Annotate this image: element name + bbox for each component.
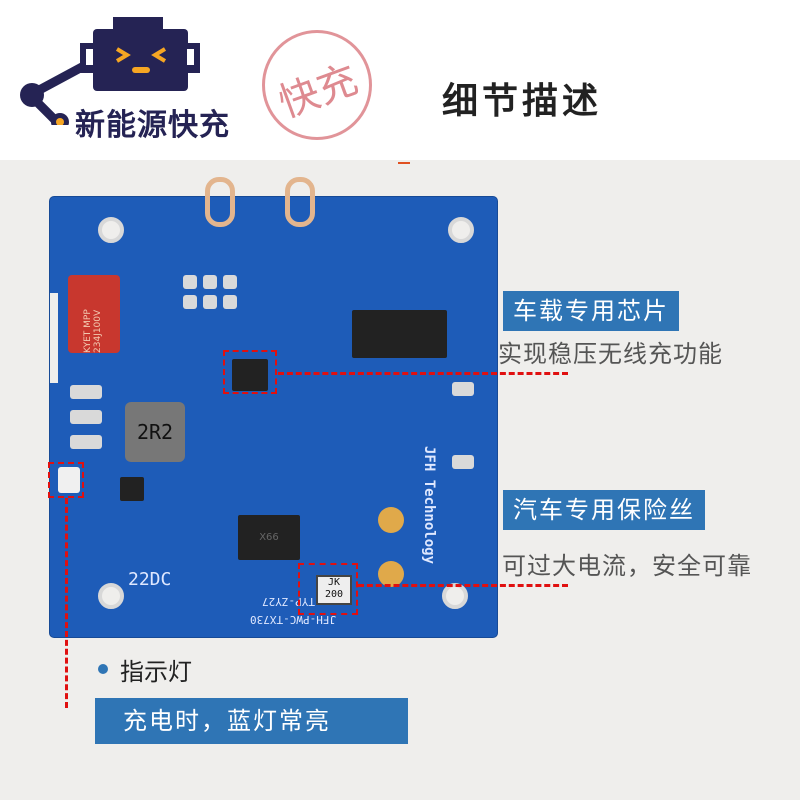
highlight-led — [48, 462, 84, 498]
pad — [452, 382, 474, 396]
callout-label-led: 指示灯 — [120, 658, 192, 686]
highlight-fuse — [298, 563, 358, 615]
callout-desc-led: 充电时，蓝灯常亮 — [95, 698, 408, 744]
film-capacitor: KYET MPP 234J100V — [68, 275, 120, 353]
highlight-chip — [223, 350, 277, 394]
callout-label-fuse: 汽车专用保险丝 — [503, 490, 705, 530]
mount-hole — [98, 217, 124, 243]
fuse: JK 200 — [316, 575, 352, 605]
pad — [223, 295, 237, 309]
pad — [70, 385, 102, 399]
leader-line — [278, 372, 568, 375]
leader-line — [358, 584, 568, 587]
callout-desc-fuse: 可过大电流，安全可靠 — [502, 552, 752, 580]
indicator-led — [58, 467, 80, 493]
power-mosfet: X66 — [238, 515, 300, 560]
solder-pad-round — [378, 561, 404, 587]
pad — [223, 275, 237, 289]
ic-chip-soic — [352, 310, 447, 358]
pad — [183, 295, 197, 309]
mount-hole — [98, 583, 124, 609]
pad — [203, 295, 217, 309]
brand-name: 新能源快充 — [75, 108, 230, 143]
coil-lead — [205, 177, 235, 227]
bullet-icon — [98, 664, 108, 674]
inductor: 2R2 — [125, 402, 185, 462]
silk-brand: JFH Technology — [421, 445, 438, 565]
pcb-board: KYET MPP 234J100V 2R2 X66 JK 200 22DC JF… — [50, 177, 497, 637]
pad — [70, 410, 102, 424]
pad — [70, 435, 102, 449]
pad — [203, 275, 217, 289]
callout-label-chip: 车载专用芯片 — [503, 291, 679, 331]
page-title: 细节描述 — [442, 81, 603, 122]
mount-hole — [448, 217, 474, 243]
silk-22dc: 22DC — [128, 569, 172, 590]
watermark-stamp: 快充 — [262, 30, 372, 140]
divider — [398, 162, 410, 164]
pad — [183, 275, 197, 289]
board-notch — [50, 293, 58, 383]
small-chip — [120, 477, 144, 501]
controller-chip — [232, 359, 268, 391]
solder-pad-round — [378, 507, 404, 533]
callout-desc-chip: 实现稳压无线充功能 — [498, 340, 723, 368]
pad — [452, 455, 474, 469]
logo-robot-icon — [20, 17, 200, 125]
coil-lead — [285, 177, 315, 227]
leader-line — [65, 498, 68, 708]
